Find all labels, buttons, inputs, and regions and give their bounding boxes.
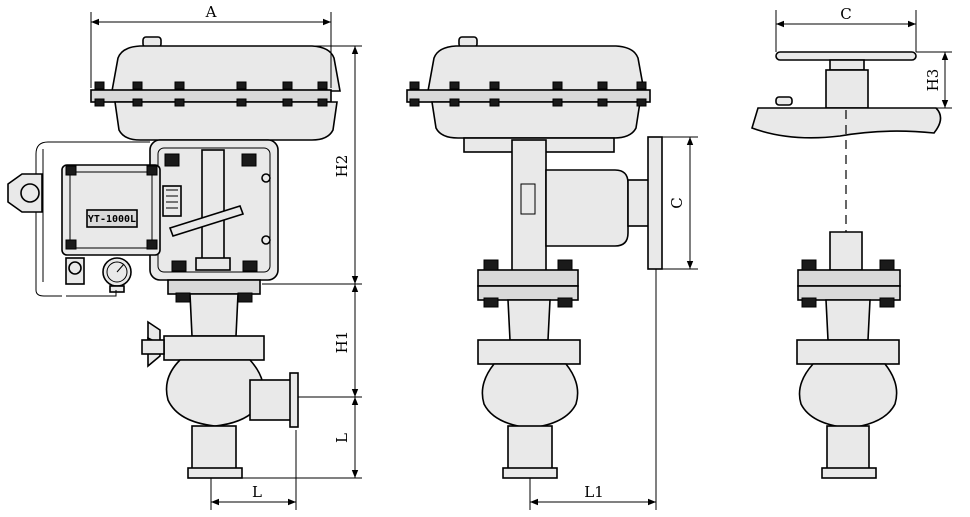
dimension-lines: A H2 H1 L L C L1 C H3: [90, 3, 952, 510]
left-yoke: [149, 139, 279, 281]
middle-yoke-and-handwheel: [463, 136, 663, 289]
left-actuator-bolts: [94, 81, 328, 107]
left-actuator: [90, 36, 341, 141]
left-valve-body: [141, 279, 299, 479]
middle-valve-body: [477, 259, 581, 479]
positioner-model-label: YT-1000L: [88, 214, 136, 225]
middle-actuator: [406, 36, 651, 139]
dim-label-l-vertical: L: [333, 433, 351, 443]
dim-label-h1: H1: [333, 331, 351, 354]
dim-label-h3: H3: [924, 69, 942, 92]
dim-label-c-right: C: [840, 5, 851, 23]
right-section-view: [751, 51, 942, 479]
dim-label-l1: L1: [584, 483, 604, 501]
left-positioner: YT-1000L: [7, 141, 161, 297]
right-valve-body: [796, 231, 901, 479]
dim-label-h2: H2: [333, 155, 351, 178]
right-handwheel: [751, 51, 942, 139]
dim-label-a: A: [205, 3, 217, 21]
dim-label-l-horizontal: L: [252, 483, 262, 501]
middle-side-view: [406, 36, 663, 479]
middle-actuator-bolts: [409, 81, 647, 107]
left-front-view: YT-1000L: [7, 36, 341, 479]
dim-label-c-middle: C: [668, 197, 686, 208]
